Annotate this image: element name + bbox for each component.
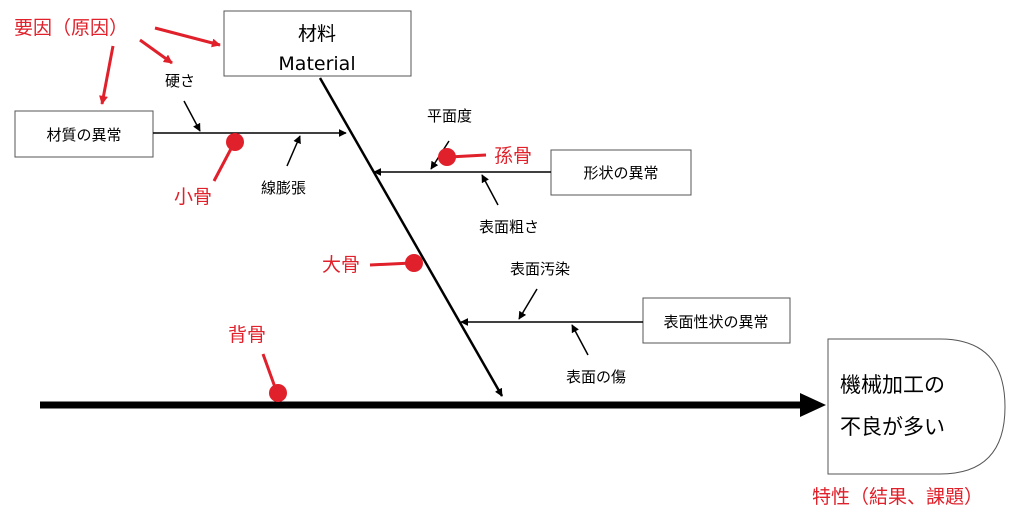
thermal-expansion-text: 線膨張	[261, 179, 306, 197]
surface-roughness-arrow	[481, 174, 499, 206]
surface-roughness-text: 表面粗さ	[479, 218, 539, 236]
large-bone-dot	[405, 254, 423, 272]
effect-text-line1: 機械加工の	[840, 373, 945, 397]
surface-contamination-arrow	[518, 288, 538, 320]
backbone-arrowhead	[800, 393, 826, 417]
effect-box	[827, 338, 1006, 475]
surface-contamination-text: 表面汚染	[510, 260, 570, 278]
flatness-text: 平面度	[427, 107, 472, 125]
small-bone-label: 小骨	[174, 186, 212, 208]
surface-property-text: 表面性状の異常	[663, 313, 768, 331]
material-quality-box	[14, 110, 154, 158]
effect-text-line2: 不良が多い	[840, 415, 945, 439]
surface-scratch-text: 表面の傷	[566, 368, 626, 386]
surface-scratch-arrow	[571, 324, 589, 356]
surface-property-box	[642, 297, 791, 344]
cause-arrow-to-material	[154, 26, 221, 48]
material-ja: 材料	[298, 23, 336, 45]
backbone-dot	[269, 384, 287, 402]
large-bone-pointer	[369, 261, 413, 267]
small-bone-dot	[226, 133, 244, 151]
small-bone-pointer	[212, 144, 235, 182]
sub-bone-dot	[438, 148, 456, 166]
large-bone-line	[318, 77, 504, 397]
cause-arrow-to-hardness	[139, 38, 173, 65]
sub-bone-pointer	[448, 153, 487, 159]
characteristic-note: 特性（結果、課題）	[812, 486, 983, 508]
thermal-expansion-arrow	[286, 135, 301, 167]
backbone-pointer	[261, 353, 278, 391]
hardness-text: 硬さ	[165, 72, 195, 90]
material-quality-text: 材質の異常	[46, 126, 121, 144]
material-en: Material	[278, 53, 355, 75]
cause-arrow-to-quality	[99, 45, 115, 105]
material-box	[223, 10, 412, 77]
large-bone-label: 大骨	[322, 254, 360, 276]
sub-bone-label: 孫骨	[494, 145, 532, 167]
hardness-arrow	[183, 100, 201, 132]
shape-abnormal-text: 形状の異常	[583, 164, 658, 182]
cause-note: 要因（原因）	[14, 17, 128, 39]
backbone-label: 背骨	[228, 324, 266, 346]
